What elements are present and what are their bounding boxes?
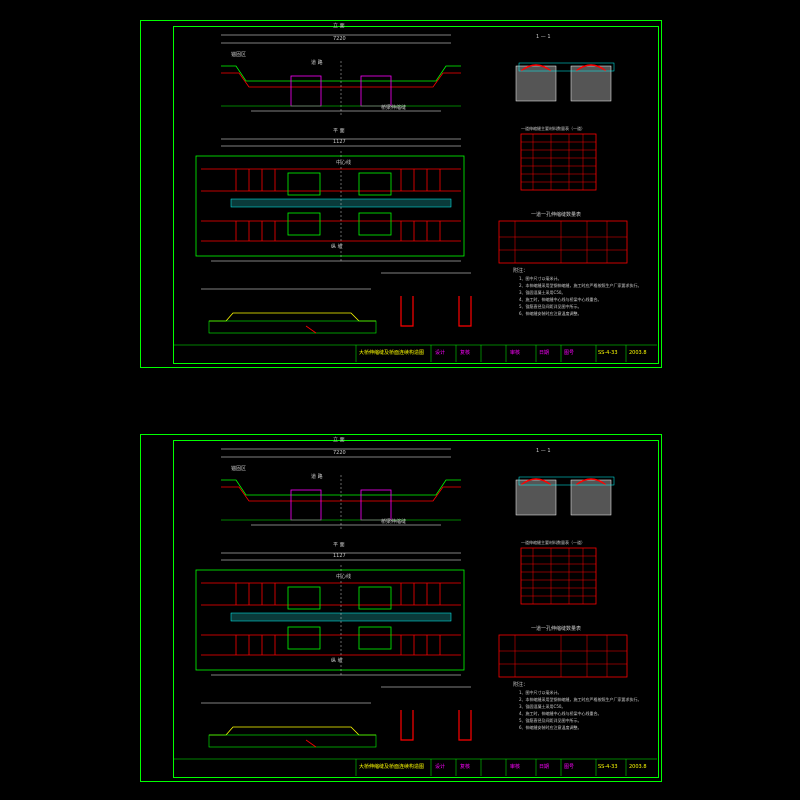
- drawing-border-1: [173, 26, 659, 364]
- label-longit: 纵 坡: [331, 658, 343, 664]
- notes-title: 附注：: [513, 268, 529, 274]
- plan-label: 平 面: [333, 542, 345, 548]
- title-block-date: 2003.8: [629, 764, 647, 770]
- plan-label: 平 面: [333, 128, 345, 134]
- note-item: 2、本伸缩缝采用型钢伸缩缝，施工时应严格按照生产厂家要求执行。: [519, 283, 642, 288]
- title-block-checker: 复核: [460, 764, 471, 770]
- label-bridge: 桥梁伸缩缝: [381, 519, 407, 525]
- dim-inner: 1127: [333, 139, 346, 145]
- title-block-sheetno: SS-4-33: [598, 350, 618, 356]
- note-item: 1、图中尺寸以毫米计。: [519, 690, 562, 695]
- note-item: 4、施工时，伸缩缝中心线与桥梁中心线重合。: [519, 297, 602, 302]
- title-block-name: 大桥伸缩缝及桥面连续构造图: [359, 764, 425, 770]
- table1-title: 一道伸缩缝主要材料数量表（一道）: [521, 126, 585, 131]
- dim-inner: 1127: [333, 553, 346, 559]
- drawing-canvas-1: [173, 34, 657, 362]
- label-anchor: 锚固区: [231, 466, 247, 472]
- note-item: 3、锚固混凝土采用C50。: [519, 290, 566, 295]
- dim-total: 7220: [333, 36, 346, 42]
- drawing-sheet-2[interactable]: 立 面 7220 道 路 锚固区 桥梁伸缩缝 平 面 1127 中心线 纵 坡 …: [140, 434, 662, 782]
- title-block-date-label: 日期: [539, 350, 550, 356]
- title-block-name: 大桥伸缩缝及桥面连续构造图: [359, 350, 425, 356]
- title-block-date: 2003.8: [629, 350, 647, 356]
- title-block-designer: 设计: [435, 764, 446, 770]
- note-item: 6、伸缩缝安装时应注意温度调整。: [519, 725, 582, 730]
- title-block-sheetno-label: 图号: [564, 350, 575, 356]
- note-item: 3、锚固混凝土采用C50。: [519, 704, 566, 709]
- title-block-checker: 复核: [460, 350, 471, 356]
- label-road: 道 路: [311, 474, 323, 480]
- label-bridge: 桥梁伸缩缝: [381, 105, 407, 111]
- note-item: 6、伸缩缝安装时应注意温度调整。: [519, 311, 582, 316]
- drawing-sheet-1[interactable]: 立 面 7220 道 路 锚固区 桥梁伸缩缝 平 面 1127 中心线 纵 坡 …: [140, 20, 662, 368]
- drawing-border-2: [173, 440, 659, 778]
- note-item: 4、施工时，伸缩缝中心线与桥梁中心线重合。: [519, 711, 602, 716]
- label-center: 中心线: [336, 160, 352, 166]
- label-anchor: 锚固区: [231, 52, 247, 58]
- drawing-canvas-2: [173, 448, 657, 776]
- title-block-reviewer: 审核: [510, 350, 521, 356]
- note-item: 5、锚筋直径及间距详见图中所示。: [519, 718, 582, 723]
- dim-total: 7220: [333, 450, 346, 456]
- title-block-designer: 设计: [435, 350, 446, 356]
- label-road: 道 路: [311, 60, 323, 66]
- title-block-reviewer: 审核: [510, 764, 521, 770]
- label-center: 中心线: [336, 574, 352, 580]
- table1-title: 一道伸缩缝主要材料数量表（一道）: [521, 540, 585, 545]
- title-block-date-label: 日期: [539, 764, 550, 770]
- elevation-label: 立 面: [333, 437, 345, 443]
- section-11-label: 1 — 1: [536, 448, 551, 454]
- note-item: 2、本伸缩缝采用型钢伸缩缝，施工时应严格按照生产厂家要求执行。: [519, 697, 642, 702]
- title-block-sheetno-label: 图号: [564, 764, 575, 770]
- note-item: 1、图中尺寸以毫米计。: [519, 276, 562, 281]
- note-item: 5、锚筋直径及间距详见图中所示。: [519, 304, 582, 309]
- section-11-label: 1 — 1: [536, 34, 551, 40]
- elevation-label: 立 面: [333, 23, 345, 29]
- title-block-sheetno: SS-4-33: [598, 764, 618, 770]
- table2-title: 一道一孔伸缩缝数量表: [531, 626, 582, 632]
- notes-title: 附注：: [513, 682, 529, 688]
- table2-title: 一道一孔伸缩缝数量表: [531, 212, 582, 218]
- label-longit: 纵 坡: [331, 244, 343, 250]
